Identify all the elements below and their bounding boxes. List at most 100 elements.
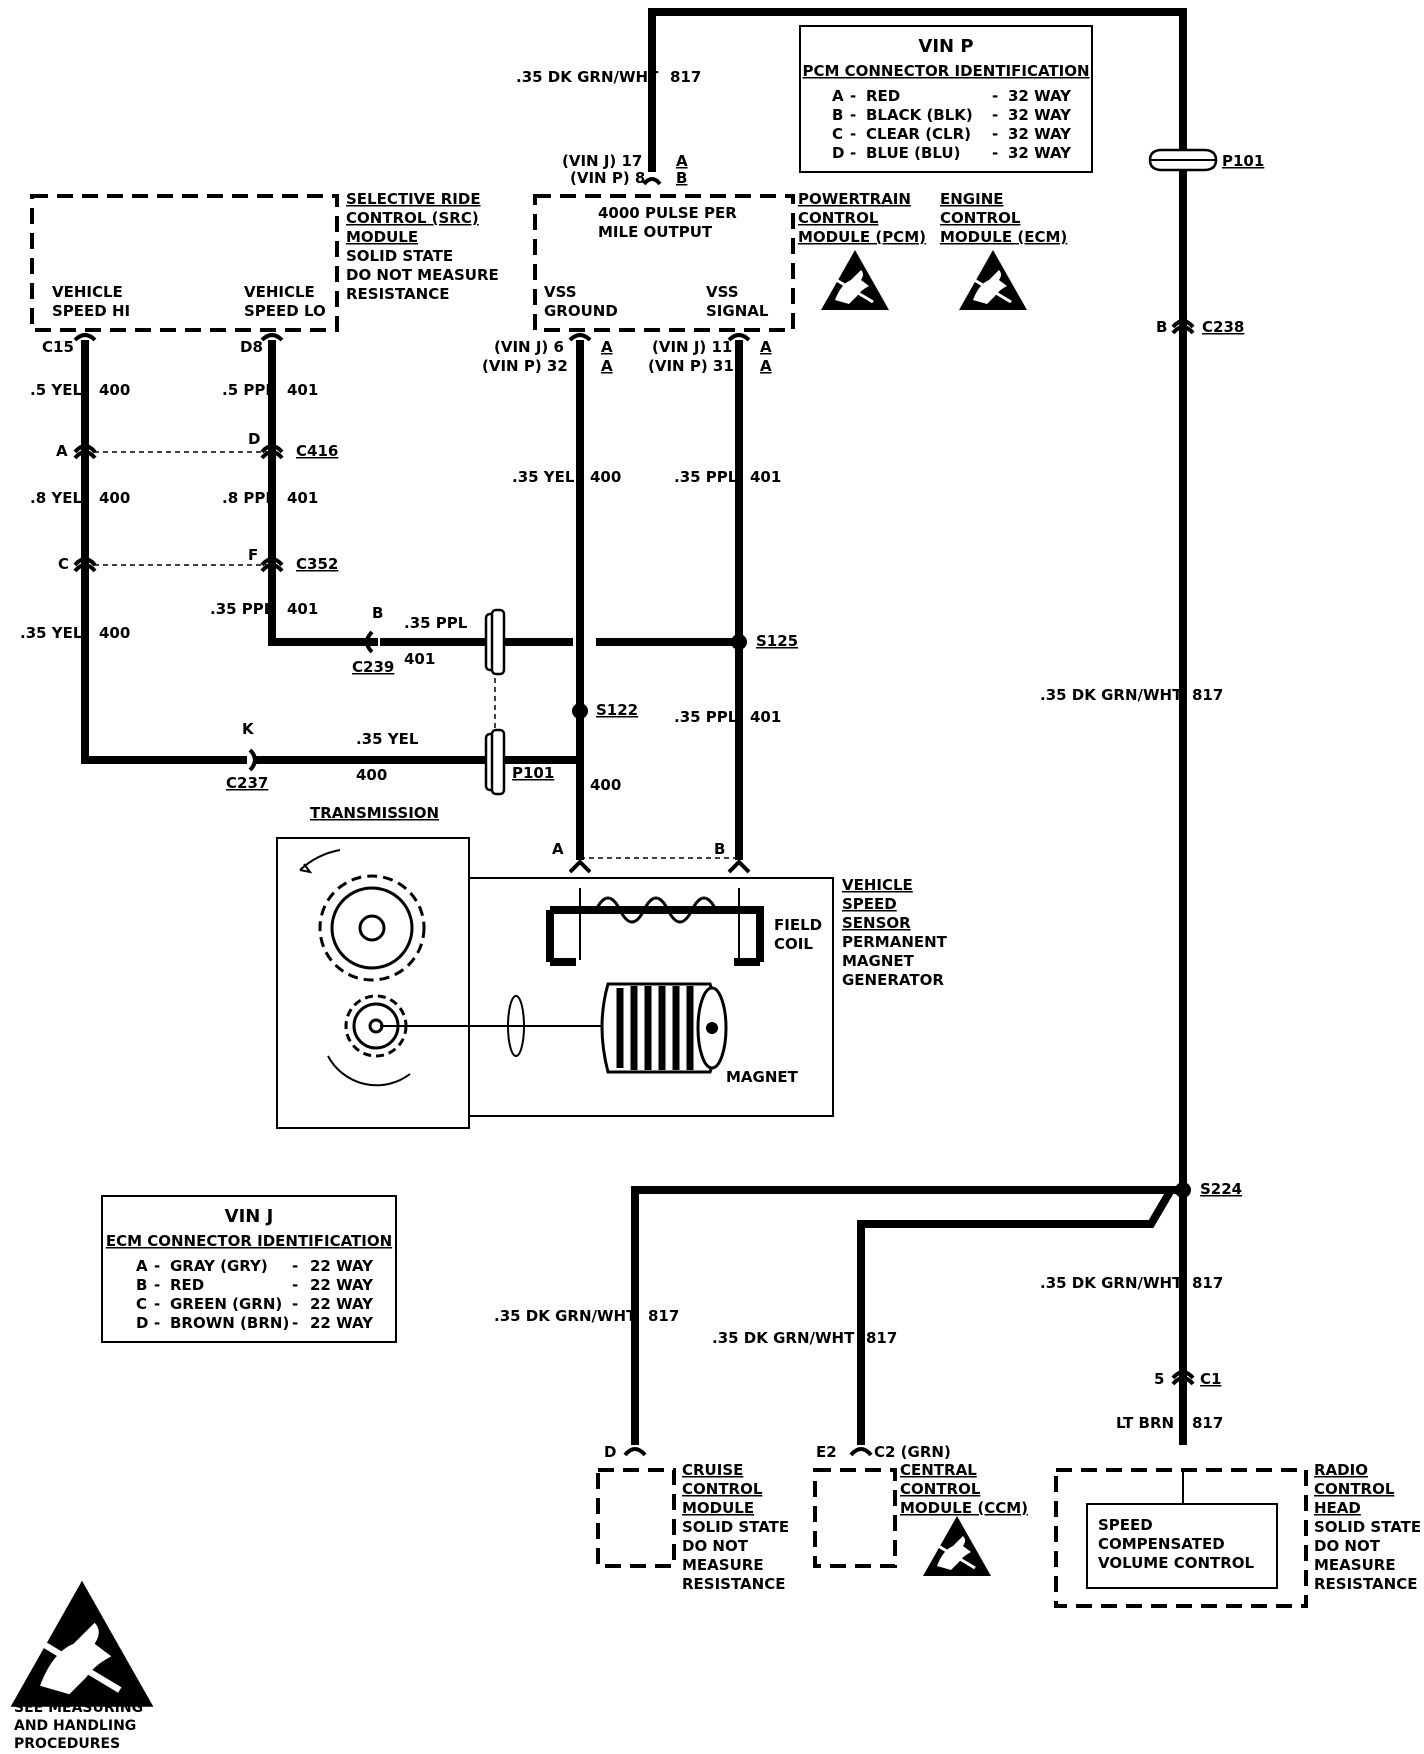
svg-text:BROWN (BRN): BROWN (BRN) (170, 1314, 289, 1332)
pcm-esd-icon (819, 248, 891, 312)
svg-text:POWERTRAIN: POWERTRAIN (798, 190, 911, 208)
svg-text:VSS: VSS (544, 283, 577, 301)
svg-text:817: 817 (866, 1329, 897, 1347)
svg-text:SENSOR: SENSOR (842, 914, 911, 932)
svg-text:.35 YEL: .35 YEL (20, 624, 83, 642)
svg-text:RED: RED (170, 1276, 204, 1294)
svg-text:-: - (992, 106, 998, 124)
svg-text:-: - (292, 1276, 298, 1294)
svg-text:SIGNAL: SIGNAL (706, 302, 769, 320)
svg-text:401: 401 (404, 650, 435, 668)
svg-text:COIL: COIL (774, 935, 813, 953)
svg-text:-: - (154, 1276, 160, 1294)
svg-text:MODULE (PCM): MODULE (PCM) (798, 228, 926, 246)
svg-text:817: 817 (648, 1307, 679, 1325)
svg-text:C15: C15 (42, 338, 74, 356)
svg-text:401: 401 (287, 600, 318, 618)
svg-text:SELECTIVE RIDE: SELECTIVE RIDE (346, 190, 481, 208)
svg-text:.8 YEL: .8 YEL (30, 489, 82, 507)
ecm-esd-icon (957, 248, 1029, 312)
svg-text:C239: C239 (352, 658, 394, 676)
svg-text:817: 817 (1192, 1414, 1223, 1432)
svg-text:A: A (552, 840, 564, 858)
pcm-module-box (533, 194, 795, 332)
vinj-title: VIN J (225, 1206, 274, 1227)
svg-text:A: A (56, 442, 68, 460)
svg-text:C2 (GRN): C2 (GRN) (874, 1443, 951, 1461)
cruise-module-box (596, 1468, 676, 1568)
svg-text:SOLID STATE: SOLID STATE (1314, 1518, 1421, 1536)
svg-text:22 WAY: 22 WAY (310, 1314, 374, 1332)
svg-text:MODULE (CCM): MODULE (CCM) (900, 1499, 1028, 1517)
svg-text:P101: P101 (1222, 152, 1264, 170)
svg-text:CONTROL: CONTROL (940, 209, 1021, 227)
svg-text:MAGNET: MAGNET (842, 952, 915, 970)
svg-text:HEAD: HEAD (1314, 1499, 1361, 1517)
svg-text:BLUE (BLU): BLUE (BLU) (866, 144, 960, 162)
svg-text:(VIN J) 17: (VIN J) 17 (562, 152, 642, 170)
svg-text:B: B (676, 169, 687, 187)
svg-text:400: 400 (99, 489, 130, 507)
svg-text:PROCEDURES: PROCEDURES (14, 1736, 120, 1752)
pcm-connector-id-box: VIN P PCM CONNECTOR IDENTIFICATION A- RE… (799, 25, 1093, 173)
svg-text:401: 401 (287, 489, 318, 507)
svg-text:B: B (714, 840, 725, 858)
svg-text:C352: C352 (296, 555, 338, 573)
src-module-box (30, 194, 339, 332)
svg-text:FIELD: FIELD (774, 916, 822, 934)
svg-text:-: - (992, 87, 998, 105)
svg-text:GROUND: GROUND (544, 302, 618, 320)
svg-text:-: - (850, 106, 856, 124)
labels: .35 DK GRN/WHT 817 (VIN J) 17 (VIN P) 8 … (14, 68, 1421, 1752)
svg-text:.35 DK GRN/WHT: .35 DK GRN/WHT (1040, 686, 1183, 704)
svg-text:-: - (292, 1314, 298, 1332)
svg-text:TRANSMISSION: TRANSMISSION (310, 804, 439, 822)
svg-text:RED: RED (866, 87, 900, 105)
svg-text:RESISTANCE: RESISTANCE (682, 1575, 785, 1593)
ecm-connector-id-box: VIN J ECM CONNECTOR IDENTIFICATION A- GR… (101, 1195, 397, 1343)
svg-text:P101: P101 (512, 764, 554, 782)
svg-text:F: F (248, 546, 258, 564)
vinj-subtitle: ECM CONNECTOR IDENTIFICATION (106, 1232, 392, 1250)
p101-disconnect-mid (484, 608, 506, 796)
wire-401-src (268, 340, 378, 646)
svg-text:.35 PPL: .35 PPL (674, 468, 738, 486)
svg-text:D: D (136, 1314, 148, 1332)
svg-text:D8: D8 (240, 338, 263, 356)
svg-text:.35 DK GRN/WHT: .35 DK GRN/WHT (1040, 1274, 1183, 1292)
svg-text:MEASURE: MEASURE (682, 1556, 764, 1574)
svg-text:C237: C237 (226, 774, 268, 792)
svg-text:CLEAR (CLR): CLEAR (CLR) (866, 125, 971, 143)
svg-text:.35 YEL: .35 YEL (512, 468, 575, 486)
svg-text:SPEED: SPEED (842, 895, 897, 913)
svg-text:C416: C416 (296, 442, 338, 460)
svg-text:.35 DK GRN/WHT: .35 DK GRN/WHT (712, 1329, 855, 1347)
svg-text:CONTROL: CONTROL (900, 1480, 981, 1498)
esd-warning-icon (11, 1581, 154, 1707)
svg-text:(VIN J) 11: (VIN J) 11 (652, 338, 732, 356)
svg-text:401: 401 (287, 381, 318, 399)
svg-text:CONTROL: CONTROL (682, 1480, 763, 1498)
svg-text:SOLID STATE: SOLID STATE (682, 1518, 789, 1536)
svg-text:.5 YEL: .5 YEL (30, 381, 82, 399)
svg-text:-: - (850, 125, 856, 143)
svg-text:.8 PPL: .8 PPL (222, 489, 275, 507)
svg-text:COMPENSATED: COMPENSATED (1098, 1535, 1225, 1553)
svg-text:32 WAY: 32 WAY (1008, 106, 1072, 124)
svg-text:32 WAY: 32 WAY (1008, 87, 1072, 105)
svg-text:VSS: VSS (706, 283, 739, 301)
svg-text:S224: S224 (1200, 1180, 1242, 1198)
svg-text:-: - (154, 1314, 160, 1332)
svg-text:GENERATOR: GENERATOR (842, 971, 944, 989)
svg-text:SPEED LO: SPEED LO (244, 302, 326, 320)
svg-text:D: D (248, 430, 260, 448)
svg-text:-: - (992, 144, 998, 162)
svg-text:S125: S125 (756, 632, 798, 650)
svg-text:D: D (604, 1443, 616, 1461)
svg-text:RADIO: RADIO (1314, 1461, 1368, 1479)
svg-text:CENTRAL: CENTRAL (900, 1461, 977, 1479)
svg-text:MAGNET: MAGNET (726, 1068, 799, 1086)
svg-text:AND HANDLING: AND HANDLING (14, 1718, 136, 1734)
svg-text:817: 817 (1192, 1274, 1223, 1292)
svg-text:MODULE: MODULE (346, 228, 418, 246)
